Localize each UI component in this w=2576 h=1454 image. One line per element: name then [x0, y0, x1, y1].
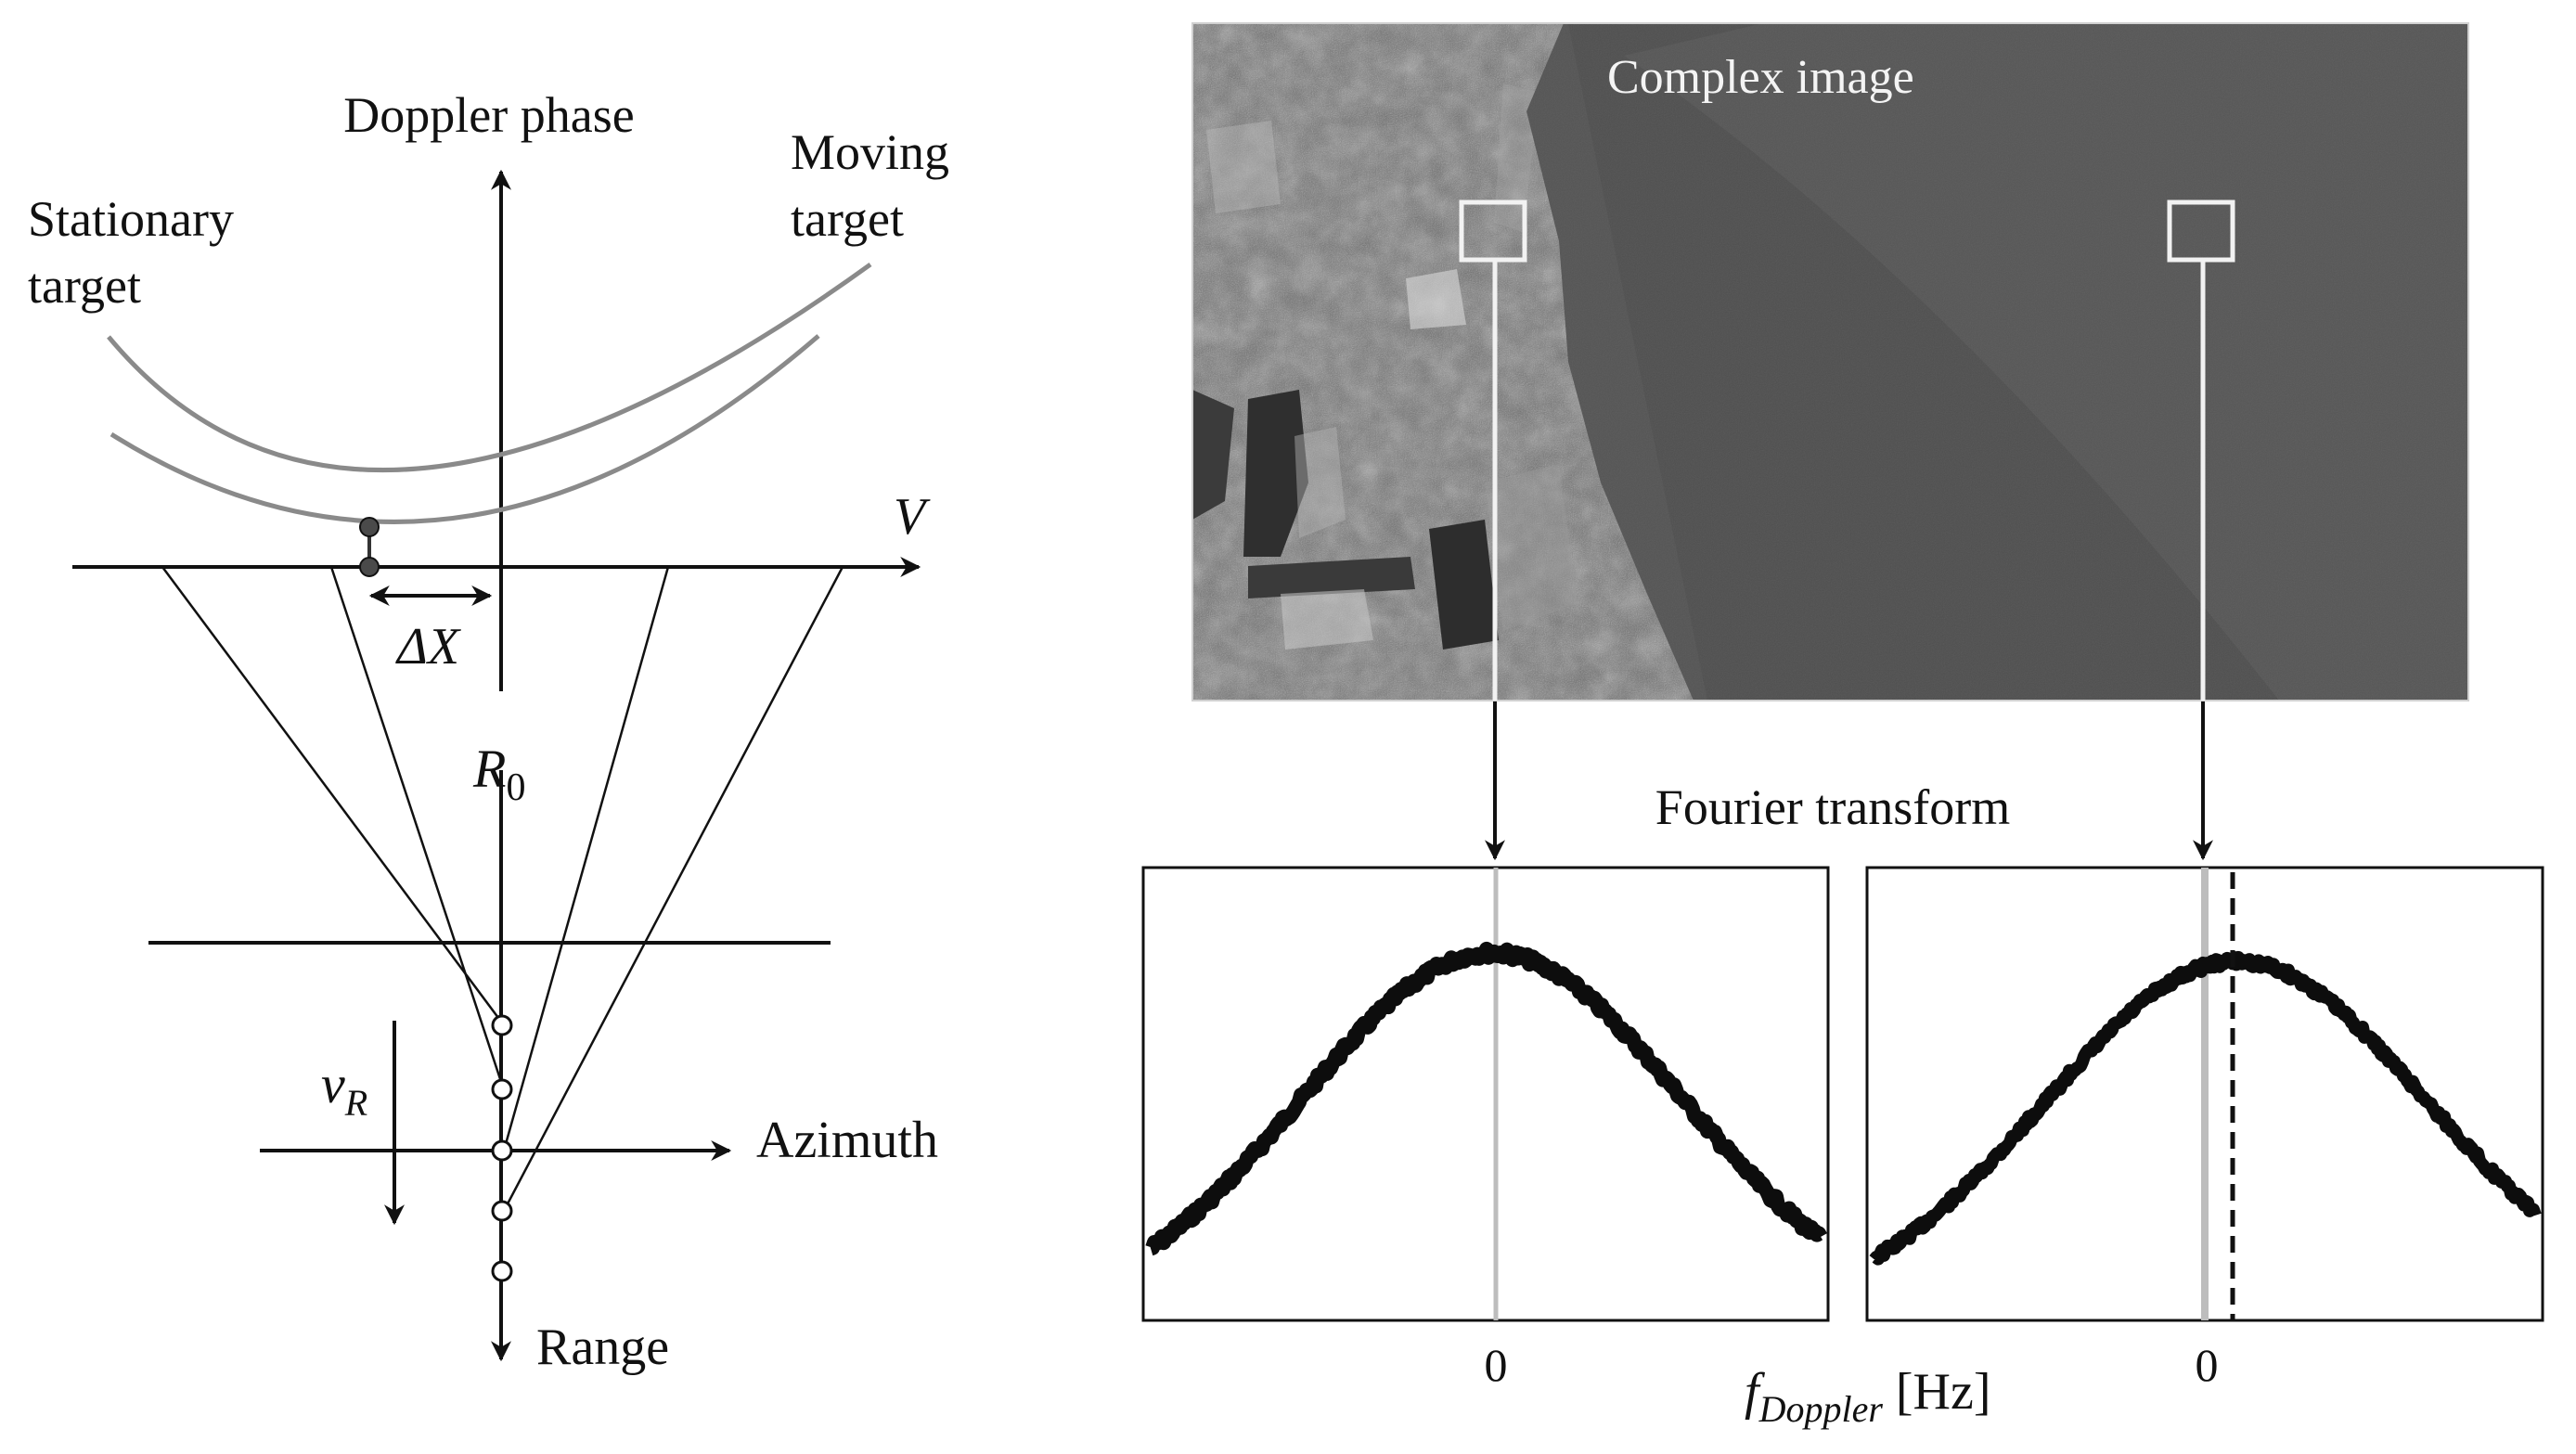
- complex-sar-image: Complex image: [1191, 22, 2469, 701]
- moving-target-label: Moving: [791, 124, 949, 180]
- stationary-target-label: Stationary: [28, 191, 234, 247]
- land-zero-tick-label: 0: [1485, 1339, 1508, 1391]
- sea-doppler-spectrum: [1869, 950, 2542, 1266]
- fourier-transform-label: Fourier transform: [1655, 779, 2010, 835]
- moving-target-point: [359, 517, 380, 537]
- r0-label: R0: [472, 739, 525, 809]
- moving-target-curve: [107, 262, 872, 473]
- vr-subscript: R: [344, 1082, 367, 1124]
- beam-line: [161, 566, 506, 1026]
- complex-image-label: Complex image: [1607, 51, 1914, 104]
- fdoppler-subscript: Doppler: [1758, 1388, 1884, 1430]
- land-spectrum-panel: 0: [1141, 866, 1830, 1391]
- azimuth-label: Azimuth: [756, 1112, 938, 1169]
- r0-subscript: 0: [506, 766, 525, 809]
- stationary-target-point: [359, 557, 380, 577]
- target-position-marker: [491, 1078, 513, 1100]
- target-position-marker: [491, 1014, 513, 1036]
- transform-arrows: Fourier transform: [1485, 701, 2213, 861]
- moving-target-label-line2: target: [791, 191, 904, 247]
- target-position-marker: [491, 1139, 513, 1162]
- delta-x-label: ΔX: [395, 618, 462, 676]
- beam-line: [502, 566, 844, 1212]
- sea-spectrum-panel: 0: [1865, 866, 2544, 1391]
- left-geometry-diagram: Doppler phase Stationary target Moving t…: [28, 87, 949, 1376]
- stationary-target-curve: [109, 334, 820, 524]
- range-label: Range: [536, 1319, 669, 1376]
- doppler-phase-label: Doppler phase: [343, 87, 634, 143]
- beam-line: [502, 566, 670, 1152]
- land-doppler-spectrum: [1145, 941, 1827, 1256]
- target-position-marker: [491, 1260, 513, 1282]
- stationary-target-label-line2: target: [28, 258, 141, 314]
- velocity-label: V: [894, 488, 931, 546]
- target-position-marker: [491, 1200, 513, 1222]
- sea-zero-tick-label: 0: [2196, 1339, 2219, 1391]
- beam-line: [329, 566, 506, 1091]
- vr-label: vR: [321, 1054, 367, 1124]
- doppler-frequency-axis-label: fDoppler [Hz]: [1745, 1363, 1990, 1430]
